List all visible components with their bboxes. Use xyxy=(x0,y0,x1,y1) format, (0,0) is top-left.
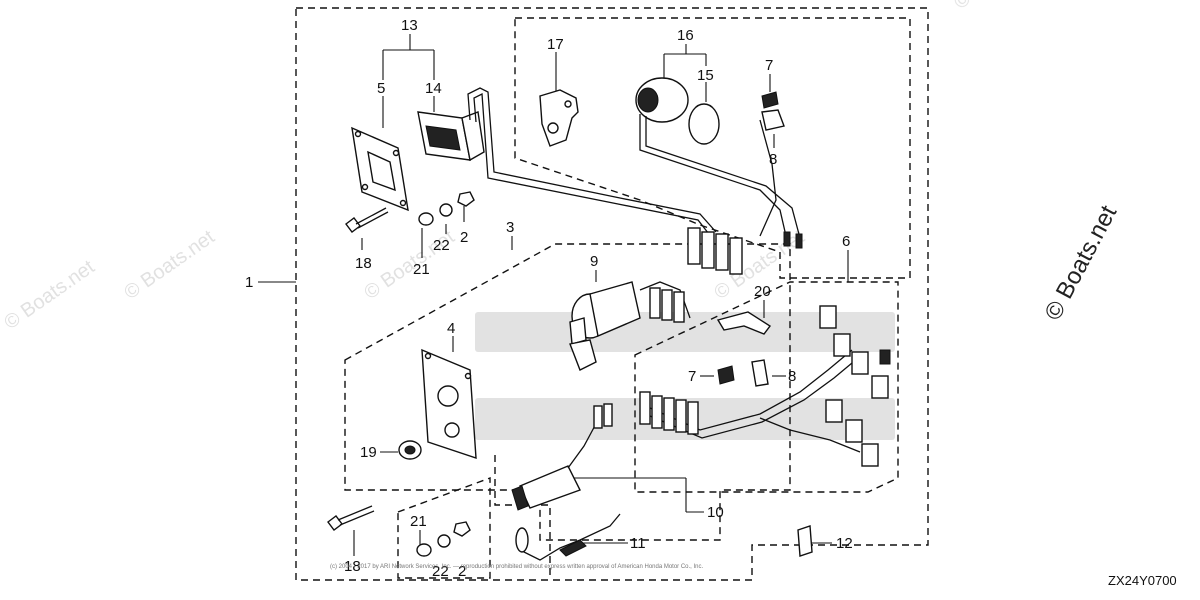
callout-20: 20 xyxy=(754,283,771,300)
callout-11: 11 xyxy=(630,535,646,552)
callout-15: 15 xyxy=(697,67,714,84)
watermark-faint: © Boats.net xyxy=(950,0,1049,14)
callout-22-top: 22 xyxy=(433,237,450,254)
callout-2-top: 2 xyxy=(460,229,468,246)
callout-12: 12 xyxy=(836,535,853,552)
assembly-outline xyxy=(295,7,929,581)
trim-sensor xyxy=(635,77,803,249)
callout-4: 4 xyxy=(447,320,455,337)
callout-14: 14 xyxy=(425,80,442,97)
harness6-subframe xyxy=(634,281,899,493)
hardware-top xyxy=(418,191,475,226)
top-harness-connectors xyxy=(687,119,777,275)
background-watermarks: © Boats.net © Boats.net © Boats.net © Bo… xyxy=(0,0,1049,334)
callout-7-top: 7 xyxy=(765,57,773,74)
callout-13: 13 xyxy=(401,17,418,34)
harness-clamp xyxy=(716,311,772,335)
hardware-subframe xyxy=(397,476,491,579)
callout-8-lower: 8 xyxy=(788,368,796,385)
watermark-faint: © Boats.net xyxy=(120,226,219,304)
callout-18-top: 18 xyxy=(355,255,372,272)
pin-and-sleeve-top xyxy=(761,91,785,131)
callout-19: 19 xyxy=(360,444,377,461)
watermark-faint: © Boats.net xyxy=(0,256,99,334)
callout-2-bottom: 2 xyxy=(458,563,466,580)
callout-6: 6 xyxy=(842,233,850,250)
callout-21-bottom: 21 xyxy=(410,513,427,530)
callout-16: 16 xyxy=(677,27,694,44)
watermark-main: © Boats.net xyxy=(1039,201,1122,325)
main-harness xyxy=(639,305,891,467)
callout-9: 9 xyxy=(590,253,598,270)
pin-and-sleeve-lower xyxy=(717,359,769,387)
small-clip xyxy=(797,525,813,557)
callout-21-top: 21 xyxy=(413,261,430,278)
callout-7-lower: 7 xyxy=(688,368,696,385)
bolt-bottom xyxy=(327,505,375,531)
switch-subframe xyxy=(494,455,551,575)
leader-lines xyxy=(258,34,849,556)
callout-10: 10 xyxy=(707,504,724,521)
sensor-bracket xyxy=(539,89,579,147)
callout-5: 5 xyxy=(377,80,385,97)
stop-switch xyxy=(511,403,613,511)
ignition-switch xyxy=(569,281,691,371)
mount-plate-top xyxy=(351,126,409,212)
harness-subframe xyxy=(514,17,911,279)
switch-wire xyxy=(467,87,717,239)
trim-switch xyxy=(417,111,485,162)
callout-17: 17 xyxy=(547,36,564,53)
panel-subframe xyxy=(344,243,791,541)
bolt-top xyxy=(345,207,389,233)
copyright-notice: (c) 2004 - 2017 by ARI Network Services,… xyxy=(330,564,704,570)
drawing-code: ZX24Y0700 xyxy=(1108,573,1177,588)
hardware-bottom xyxy=(416,521,471,557)
callout-3: 3 xyxy=(506,219,514,236)
callout-22-bottom: 22 xyxy=(432,563,449,580)
callout-8-top: 8 xyxy=(769,151,777,168)
callout-1: 1 xyxy=(245,274,253,291)
callout-18-bottom: 18 xyxy=(344,558,361,575)
switch-panel xyxy=(421,348,477,459)
lanyard-clip xyxy=(515,513,621,561)
callout-labels: 1 13 5 14 17 16 15 7 8 18 21 22 2 3 9 20… xyxy=(245,17,853,580)
panel-nut xyxy=(398,440,422,460)
